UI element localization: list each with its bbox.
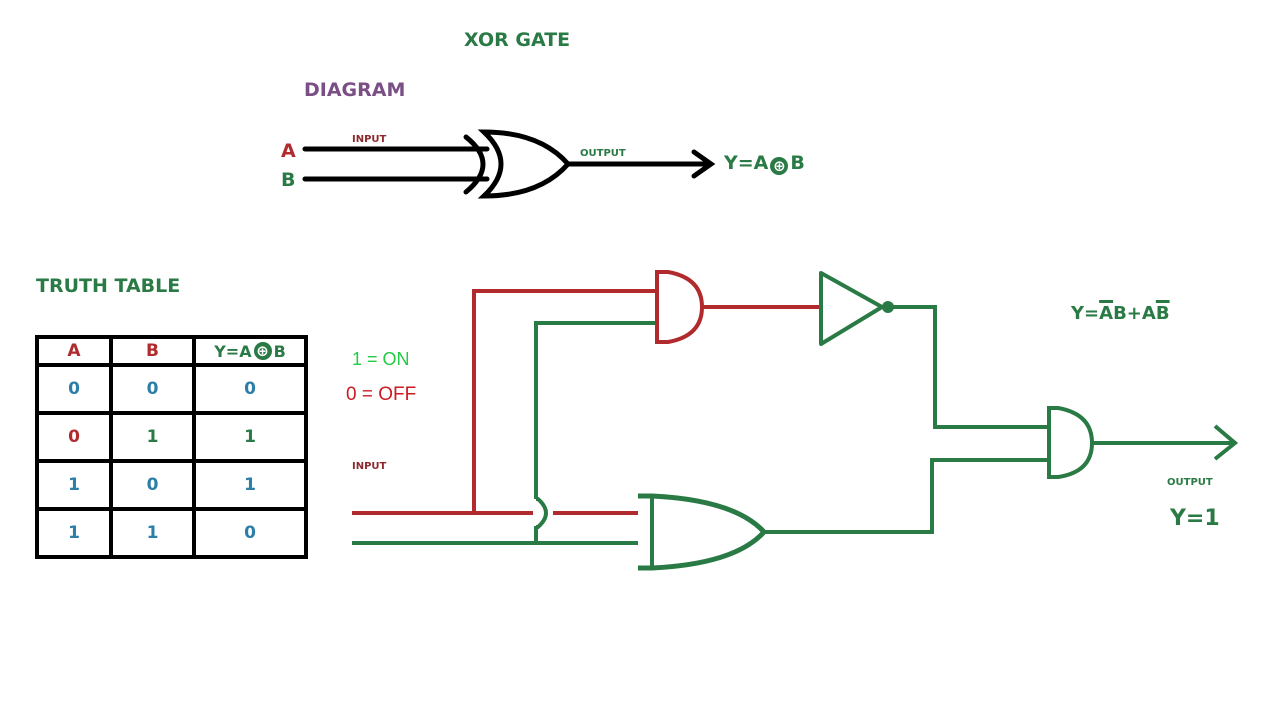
table-cell-b: 0 <box>113 463 192 507</box>
final-output-arrowhead <box>1213 424 1239 461</box>
circuit-equation: Y=AB+AB <box>1071 303 1170 324</box>
circuit-output-label: OUTPUT <box>1167 477 1213 488</box>
table-cell-b: 1 <box>113 415 192 459</box>
or-gate <box>638 493 768 571</box>
xor-equation: Y=A⊕B <box>724 152 805 175</box>
term1-b: B <box>1113 303 1127 324</box>
header-b: B <box>113 339 192 363</box>
circuit-result: Y=1 <box>1170 506 1220 531</box>
diagram-input-label: INPUT <box>352 134 387 145</box>
legend-off: 0 = OFF <box>346 384 417 405</box>
table-cell-b: 0 <box>113 367 192 411</box>
table-cell-y: 0 <box>196 367 304 411</box>
xor-extra-curve <box>463 134 486 195</box>
table-cell-a: 0 <box>39 415 109 459</box>
truth-table: A B Y=A⊕B 0 0 0 0 1 1 1 0 1 1 1 0 <box>35 335 308 559</box>
b-bar: B <box>1155 303 1170 324</box>
not-to-and2-wire <box>890 305 1050 429</box>
xor-gate-symbol <box>302 129 716 199</box>
equation-prefix: Y=A <box>724 152 769 174</box>
header-y-suffix: B <box>273 341 286 361</box>
input-b-up <box>534 321 657 499</box>
xor-gate-body <box>477 129 572 199</box>
and-gate-1 <box>655 270 705 344</box>
header-y: Y=A⊕B <box>196 339 304 363</box>
a-bar: A <box>1099 303 1114 324</box>
input-a-label: A <box>281 140 296 162</box>
table-cell-a: 0 <box>39 367 109 411</box>
input-b-label: B <box>281 169 296 191</box>
circuit-wires <box>352 289 1239 545</box>
output-arrowhead <box>691 149 716 179</box>
header-y-prefix: Y=A <box>214 341 252 361</box>
truth-table-heading: TRUTH TABLE <box>36 275 181 297</box>
xor-operator-icon: ⊕ <box>253 342 272 360</box>
input-a-to-and1 <box>472 289 657 513</box>
term2-a: A <box>1141 303 1156 324</box>
diagram-heading: DIAGRAM <box>304 79 406 101</box>
not-gate-bubble <box>882 301 894 313</box>
and-gate-2 <box>1047 406 1095 479</box>
circuit-input-label: INPUT <box>352 461 387 472</box>
or-to-and2-wire <box>762 458 1050 534</box>
table-cell-y: 0 <box>196 511 304 555</box>
header-a: A <box>39 339 109 363</box>
table-cell-y: 1 <box>196 415 304 459</box>
page-title: XOR GATE <box>464 29 571 51</box>
plus-sign: + <box>1126 303 1142 324</box>
table-cell-y: 1 <box>196 463 304 507</box>
equation-suffix: B <box>790 152 805 174</box>
legend-on: 1 = ON <box>352 349 410 369</box>
xor-operator-icon: ⊕ <box>770 157 789 175</box>
table-cell-b: 1 <box>113 511 192 555</box>
equation-prefix: Y= <box>1071 303 1100 324</box>
wire-crossover-hop <box>536 497 548 529</box>
diagram-output-label: OUTPUT <box>580 148 626 159</box>
not-gate <box>819 271 884 346</box>
table-cell-a: 1 <box>39 463 109 507</box>
table-cell-a: 1 <box>39 511 109 555</box>
